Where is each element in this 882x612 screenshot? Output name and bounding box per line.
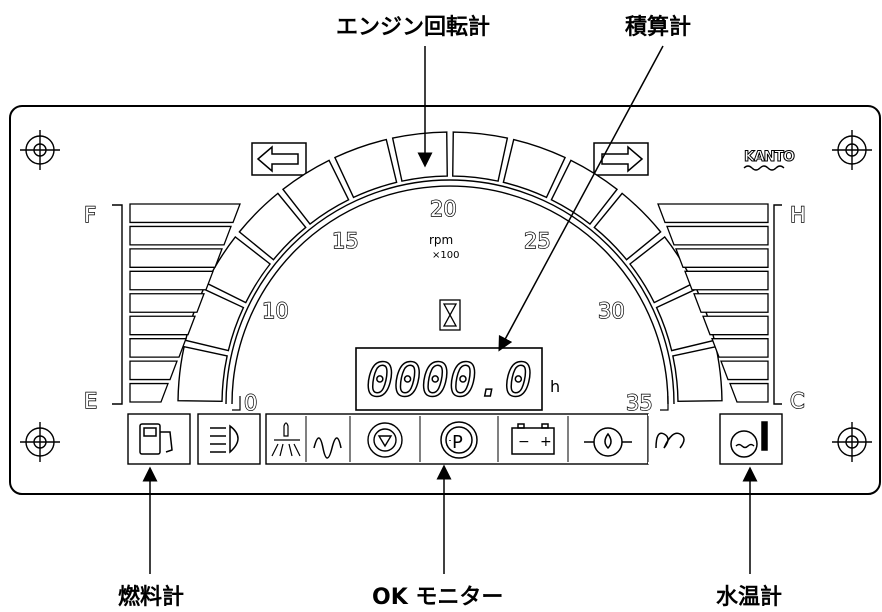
tach-segment [281,159,350,226]
tach-segment [452,131,509,182]
fuel-bar-segment [129,382,169,403]
fuel-scale-bracket [112,204,123,405]
oil-pressure-icon [584,427,632,457]
hourmeter-unit: h [550,377,560,396]
temp-bar-segment [729,382,769,403]
rpm-multiplier: ×100 [432,250,459,261]
fuel-bar-segment [129,315,196,336]
tach-mark-0: 0 [244,391,257,415]
temp-bar-segment [657,203,769,224]
tach-mark-20: 20 [430,197,457,221]
mount-hole-bottom-right [832,422,872,462]
tachometer-inner-arc [231,185,669,405]
parking-brake-icon [440,421,478,459]
tach-segment [238,192,307,261]
hourmeter: 0000.0 h [355,347,560,411]
hourmeter-callout-label: 積算計 [625,14,691,40]
temp-cold-label: C [790,389,805,413]
rpm-unit: rpm [429,233,453,247]
fuel-gauge-callout-label: 燃料計 [118,584,184,610]
hourglass-icon [439,299,461,331]
tach-mark-35: 35 [626,391,653,415]
hydraulic-icon [367,422,403,458]
tach-mark-10: 10 [262,299,289,323]
left-turn-indicator [251,142,307,176]
coolant-temp-icon [730,421,768,458]
hourmeter-callout-line [498,45,664,352]
tach-segment [593,192,662,261]
temp-bar-segment [666,225,769,246]
fuel-gauge [129,203,241,403]
tach-segment [391,131,448,182]
mount-hole-top-right [832,130,872,170]
hourmeter-reading: 0000.0 [366,353,532,407]
temp-hot-label: H [790,203,806,227]
temp-bar-segment [693,293,769,313]
battery-plus: + [540,434,552,450]
fuel-bar-segment [129,338,187,358]
temperature-gauge [657,203,769,403]
tach-mark-30: 30 [598,299,625,323]
ok-monitor-callout-label: OK モニター [372,585,503,610]
fuel-bar-segment [129,203,241,224]
tachometer-callout-label: エンジン回転計 [336,14,490,40]
parking-brake-symbol: P [452,432,463,453]
fuel-bar-segment [129,225,232,246]
fuel-bar-segment [129,270,214,291]
tach-mark-25: 25 [524,229,551,253]
fuel-bar-segment [129,360,178,381]
mount-hole-bottom-left [20,422,60,462]
water-temp-callout-label: 水温計 [716,584,782,610]
tach-segment [672,345,723,402]
washer-icon [271,422,301,457]
temp-bar-segment [711,338,769,358]
left-arrow-icon [256,145,299,173]
brand-logo: KANTO [744,149,796,171]
fuel-empty-label: E [84,389,97,413]
fuel-full-label: F [84,203,96,227]
temp-bar-segment [702,315,769,336]
fuel-icon [139,423,173,455]
tach-segment [334,138,398,199]
temp-scale-bracket [773,204,782,405]
air-filter-icon [655,432,685,449]
fuel-bar-segment [129,293,205,313]
glow-plug-icon [313,437,342,459]
temp-bar-segment [675,248,769,268]
battery-icon [511,423,555,455]
temp-bar-segment [684,270,769,291]
tach-mark-15: 15 [332,229,359,253]
fuel-bar-segment [129,248,223,268]
battery-minus: − [518,434,530,450]
tach-segment [502,138,566,199]
svg-text:KANTO: KANTO [744,149,795,165]
headlight-icon [210,424,239,454]
tachometer-inner-arc-outer [225,179,675,405]
mount-hole-top-left [20,130,60,170]
temp-bar-segment [720,360,769,381]
tachometer-bar [177,131,723,402]
tach-segment [177,345,228,402]
